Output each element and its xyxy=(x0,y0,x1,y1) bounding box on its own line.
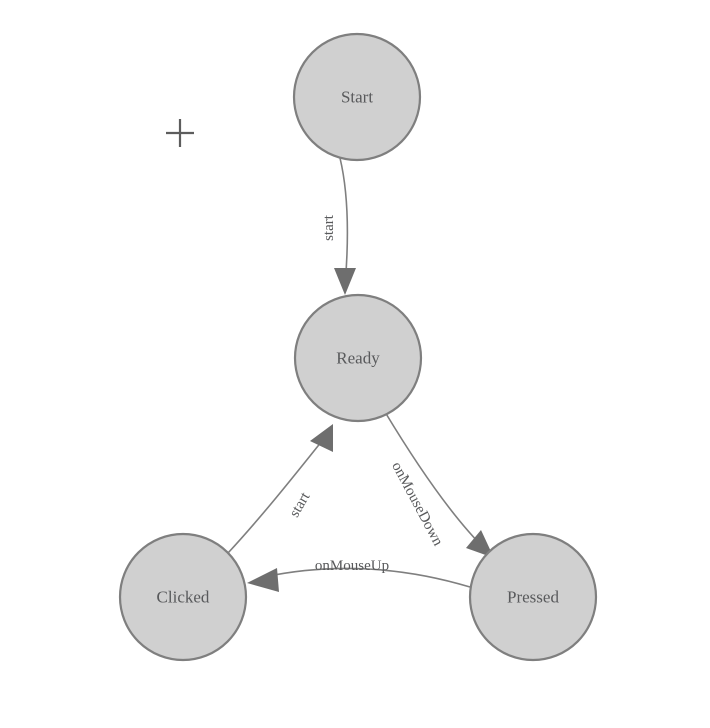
edge-clicked-to-ready[interactable]: start xyxy=(227,424,333,554)
node-circle-ready xyxy=(293,293,423,423)
node-clicked[interactable]: Clicked xyxy=(118,532,248,662)
arrowhead-into-pressed xyxy=(466,530,494,558)
edge-ready-to-pressed[interactable]: onMouseDown xyxy=(384,411,494,558)
node-circle-clicked xyxy=(118,532,248,662)
node-label-ready: Ready xyxy=(336,349,380,368)
edge-label-ready-to-pressed: onMouseDown xyxy=(388,459,446,549)
edge-label-start-to-ready: start xyxy=(321,214,337,241)
edge-path-pressed-to-clicked xyxy=(263,567,471,588)
node-label-pressed: Pressed xyxy=(507,588,559,607)
edge-start-to-ready[interactable]: start xyxy=(321,157,356,295)
node-start[interactable]: Start xyxy=(292,32,422,162)
edge-path-clicked-to-ready xyxy=(227,440,323,554)
node-ready[interactable]: Ready xyxy=(293,293,423,423)
node-circle-start xyxy=(292,32,422,162)
edge-path-start-to-ready xyxy=(339,157,349,287)
crosshair-marker xyxy=(166,119,194,147)
edge-label-clicked-to-ready: start xyxy=(287,489,314,520)
node-label-clicked: Clicked xyxy=(157,588,210,607)
arrowhead-into-clicked xyxy=(247,568,279,592)
node-circle-pressed xyxy=(468,532,598,662)
node-pressed[interactable]: Pressed xyxy=(468,532,598,662)
edge-pressed-to-clicked[interactable]: onMouseUp xyxy=(247,558,471,592)
arrowhead-into-ready-bottom xyxy=(310,424,333,452)
edge-label-pressed-to-clicked: onMouseUp xyxy=(315,558,389,574)
node-label-start: Start xyxy=(341,88,373,107)
arrowhead-into-ready-top xyxy=(334,268,356,295)
